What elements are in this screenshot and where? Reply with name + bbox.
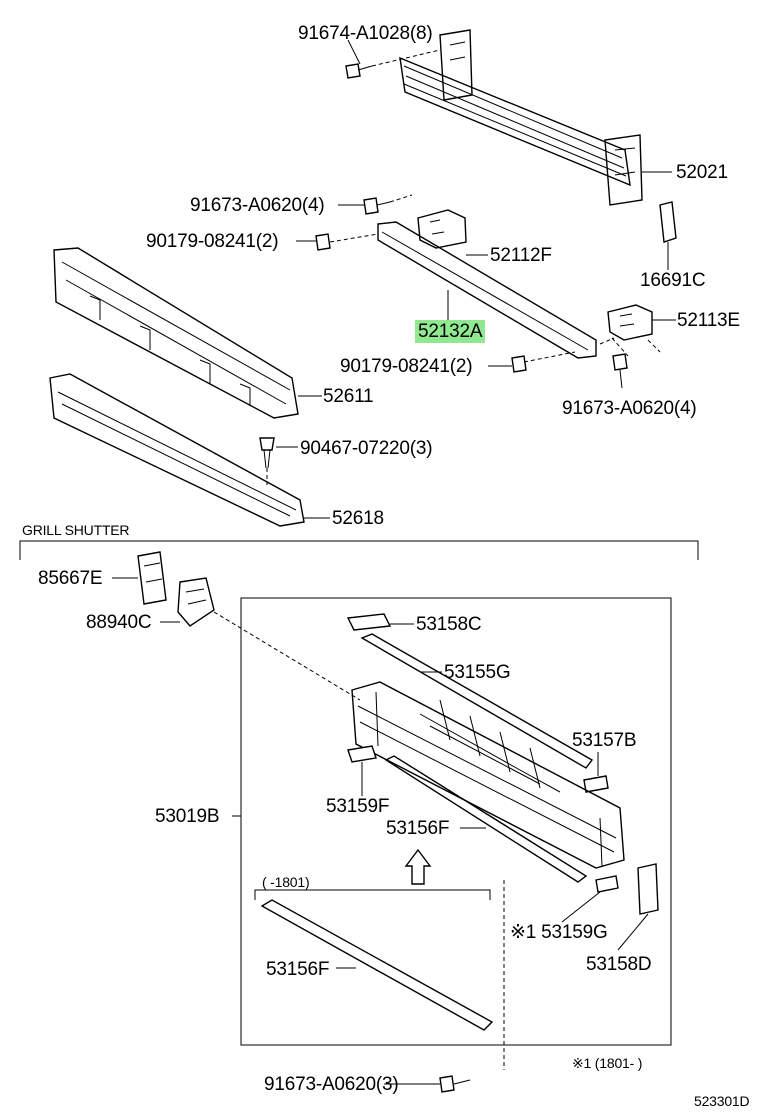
pad-53158d xyxy=(637,863,659,915)
nut-90179-08241-right xyxy=(511,355,527,373)
grill-shutter-bracket xyxy=(19,540,699,560)
label-90179-08241-right: 90179-08241(2) xyxy=(340,356,473,377)
bolt-91673-a0620-top xyxy=(363,194,413,215)
clip-90467-07220 xyxy=(259,437,275,485)
label-90179-08241-left: 90179-08241(2) xyxy=(146,231,279,252)
label-91673-a0620-right: 91673-A0620(4) xyxy=(562,398,697,419)
label-date-range-upper: ( -1801) xyxy=(262,874,310,890)
cover-52618 xyxy=(49,373,305,527)
label-note-1: ※1 (1801- ) xyxy=(572,1055,643,1071)
direction-arrow xyxy=(404,848,432,885)
label-52611: 52611 xyxy=(323,386,374,407)
label-52112f: 52112F xyxy=(490,245,552,266)
strip-53156f-lower xyxy=(260,899,494,1031)
bolt-91674-a1028 xyxy=(345,49,441,79)
label-53155g: 53155G xyxy=(444,662,511,683)
shutter-assembly-53019b xyxy=(351,681,625,869)
label-53159f: 53159F xyxy=(326,796,390,817)
bracket-85667e xyxy=(137,551,167,605)
reinforcement-beam-52021 xyxy=(399,29,643,206)
label-16691c: 16691C xyxy=(640,270,706,291)
label-53158d: 53158D xyxy=(586,954,652,975)
dash-link-actuator xyxy=(213,611,361,701)
strip-53155g xyxy=(360,633,594,769)
label-91673-a0620-bottom: 91673-A0620(3) xyxy=(264,1074,399,1095)
label-53156f-lower: 53156F xyxy=(266,959,330,980)
grill-shutter-box xyxy=(240,597,672,1046)
label-91674-a1028: 91674-A1028(8) xyxy=(298,23,433,44)
label-diagram-code: 523301D xyxy=(694,1093,750,1109)
dash-link-nut-right xyxy=(523,351,576,363)
label-85667e: 85667E xyxy=(38,568,103,589)
bolt-91673-a0620-right xyxy=(612,353,628,389)
absorber-52611 xyxy=(53,247,299,419)
strip-53156f-upper xyxy=(384,755,588,883)
pad-53158c xyxy=(346,613,392,631)
pad-53159f xyxy=(347,745,377,763)
bolt-91673-a0620-bottom xyxy=(439,1075,471,1093)
label-52618: 52618 xyxy=(332,508,384,529)
label-52132a: 52132A xyxy=(415,320,486,343)
label-52021: 52021 xyxy=(676,162,728,183)
pad-16691c xyxy=(659,201,677,243)
pad-53159g xyxy=(595,875,619,893)
label-52113e: 52113E xyxy=(677,310,740,331)
actuator-88940c xyxy=(177,577,215,627)
label-53159g: ※1 53159G xyxy=(510,922,608,943)
label-53157b: 53157B xyxy=(572,730,637,751)
label-88940c: 88940C xyxy=(86,612,152,633)
label-grill-shutter: GRILL SHUTTER xyxy=(22,522,130,538)
absorber-bar-52132a xyxy=(377,221,597,359)
bracket-52113e xyxy=(607,304,653,341)
leader-lines xyxy=(112,39,676,1085)
pad-53157b xyxy=(583,775,609,793)
bracket-52112f xyxy=(417,209,467,249)
label-91673-a0620-top: 91673-A0620(4) xyxy=(190,195,325,216)
date-range-bracket xyxy=(254,889,491,900)
label-53158c: 53158C xyxy=(416,614,482,635)
label-90467-07220: 90467-07220(3) xyxy=(300,438,433,459)
nut-90179-08241-left xyxy=(315,233,379,251)
label-53019b: 53019B xyxy=(155,806,220,827)
dash-link-52113e xyxy=(599,337,661,357)
label-53156f-upper: 53156F xyxy=(386,818,450,839)
